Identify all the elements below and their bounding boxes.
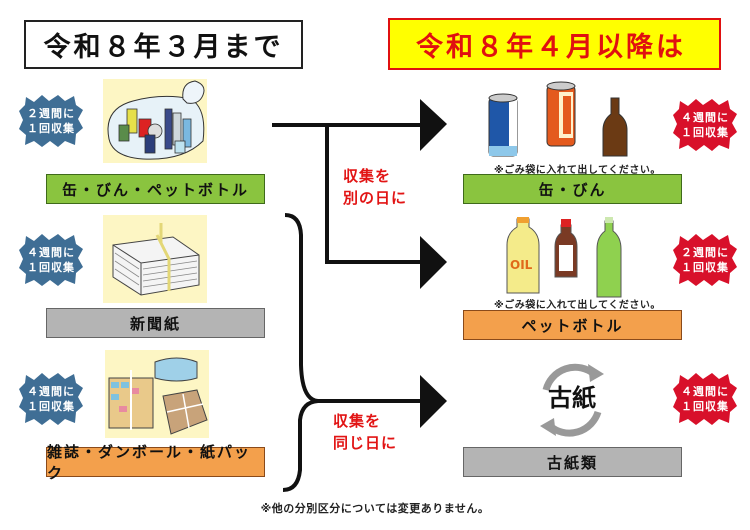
after-note-cans-bottles: ※ごみ袋に入れて出してください。 xyxy=(494,165,661,176)
footer-note: ※他の分別区分については変更ありません。 xyxy=(260,502,490,515)
badge-line1: ４週間に xyxy=(27,246,75,259)
before-label-newspaper: 新聞紙 xyxy=(46,308,265,338)
title-before: 令和８年３月まで xyxy=(24,20,303,69)
badge-line1: ２週間に xyxy=(681,246,729,259)
arrow-line-branch xyxy=(325,125,420,264)
after-note-pet-bottles: ※ごみ袋に入れて出してください。 xyxy=(494,300,661,311)
arrowhead-top xyxy=(420,99,447,151)
after-badge-old-paper: ４週間に １回収集 xyxy=(672,371,738,427)
badge-line2: １回収集 xyxy=(681,126,729,139)
svg-text:OIL: OIL xyxy=(510,258,533,272)
after-label-cans-bottles: 缶・びん xyxy=(463,174,682,204)
arrowhead-bottom xyxy=(420,375,447,428)
connector-label-separate-line2: 別の日に xyxy=(343,189,408,207)
title-after: 令和８年４月以降は xyxy=(388,18,721,70)
connector-label-separate: 収集を 別の日に xyxy=(343,165,407,209)
connector-label-same-line1: 収集を xyxy=(333,412,382,430)
recycle-mark-text: 古紙 xyxy=(548,384,596,412)
connector-label-separate-line1: 収集を xyxy=(343,167,392,185)
cans-and-bottle-illustration xyxy=(485,80,655,160)
pet-bottles-illustration: OIL xyxy=(505,215,645,300)
recycle-paper-mark-icon: 古紙 xyxy=(532,360,612,440)
arrowhead-middle xyxy=(420,236,447,289)
after-badge-pet-bottles: ２週間に １回収集 xyxy=(672,232,738,288)
brace-line xyxy=(282,213,420,492)
badge-line1: ４週間に xyxy=(27,385,75,398)
before-badge-1: ２週間に １回収集 xyxy=(18,93,84,149)
badge-line2: １回収集 xyxy=(681,261,729,274)
badge-line1: ４週間に xyxy=(681,385,729,398)
badge-line2: １回収集 xyxy=(27,400,75,413)
connector-label-same-line2: 同じ日に xyxy=(333,434,398,452)
after-label-pet-bottles: ペットボトル xyxy=(463,310,682,340)
connector-label-same: 収集を 同じ日に xyxy=(333,410,397,454)
before-label-magazines-cardboard-cartons: 雑誌・ダンボール・紙パック xyxy=(46,443,265,482)
badge-line2: １回収集 xyxy=(27,261,75,274)
badge-line2: １回収集 xyxy=(27,122,75,135)
after-label-old-paper: 古紙類 xyxy=(463,447,682,477)
magazines-cardboard-illustration xyxy=(105,350,209,438)
badge-line1: ２週間に xyxy=(27,107,75,120)
badge-line2: １回収集 xyxy=(681,400,729,413)
before-badge-2: ４週間に １回収集 xyxy=(18,232,84,288)
badge-line1: ４週間に xyxy=(681,111,729,124)
before-label-cans-bottles-pet: 缶・びん・ペットボトル xyxy=(46,174,265,204)
mixed-bottles-cans-bag-illustration xyxy=(103,79,207,163)
newspaper-bundle-illustration xyxy=(103,215,207,303)
before-badge-3: ４週間に １回収集 xyxy=(18,371,84,427)
after-badge-cans-bottles: ４週間に １回収集 xyxy=(672,97,738,153)
